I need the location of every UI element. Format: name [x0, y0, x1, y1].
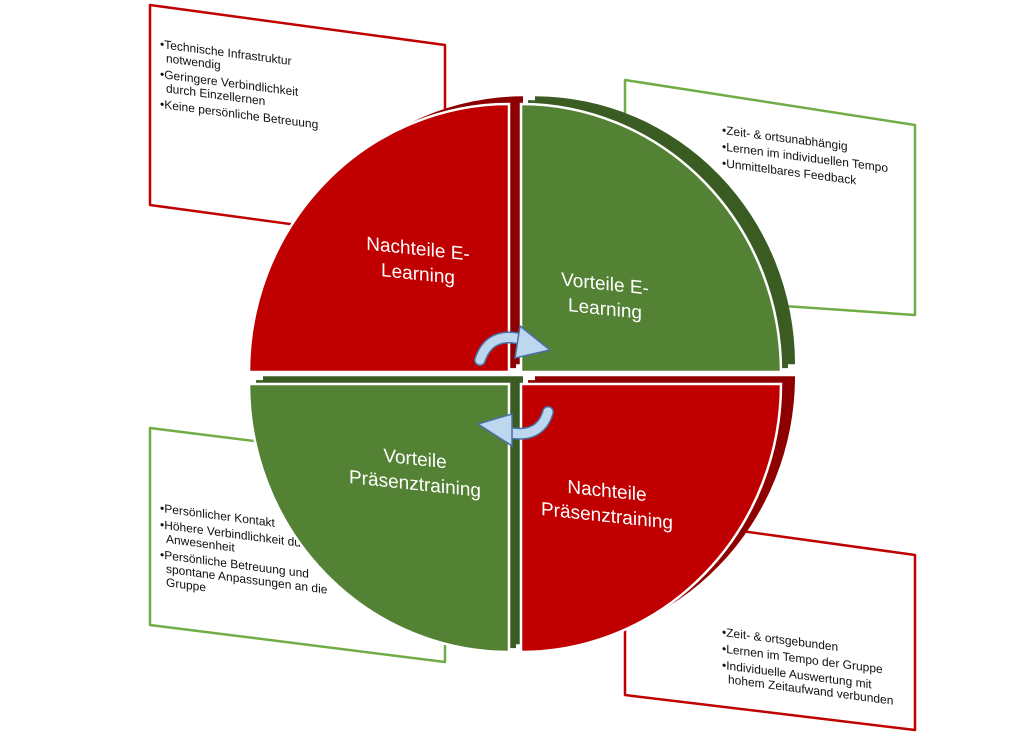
bullet-item-text: Gruppe	[166, 575, 206, 594]
quadrant-top-left: Nachteile E-Learning	[247, 96, 523, 374]
quadrant-top-right: Vorteile E-Learning	[519, 96, 795, 374]
arrow-head	[476, 412, 513, 448]
text-box-top-left: •Technische Infrastrukturnotwendig•Gerin…	[148, 3, 447, 247]
pie-layer: Nachteile E-Learning Vorteile E-LearningV…	[247, 96, 796, 654]
arrow-head	[514, 324, 552, 359]
quadrant-face	[519, 382, 783, 654]
quadrant-face	[519, 102, 783, 374]
cycle-arrow-top	[474, 324, 552, 366]
quadrant-face	[247, 102, 511, 374]
cycle-arrows	[474, 324, 554, 448]
quadrant-face	[247, 382, 511, 654]
cycle-arrow-bottom	[476, 406, 554, 448]
quadrant-label: Nachteile E-Learning	[366, 234, 469, 289]
